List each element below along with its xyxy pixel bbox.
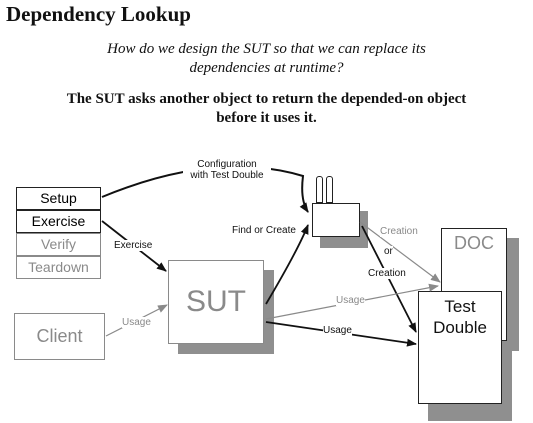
- lookup-cylinder-right: [326, 176, 333, 203]
- phase-verify: Verify: [16, 233, 101, 256]
- creation-test-double-label: Creation: [368, 268, 406, 279]
- sut-label: SUT: [186, 285, 246, 318]
- creation-doc-arrow: [359, 221, 441, 283]
- pattern-intent: How do we design the SUT so that we can …: [0, 40, 533, 78]
- usage-test-double-label: Usage: [323, 325, 352, 336]
- client-label: Client: [36, 326, 83, 346]
- test-double-label-line-1: Test: [444, 297, 476, 316]
- lookup-box: [312, 203, 360, 237]
- creation-doc-label: Creation: [380, 226, 418, 237]
- sut-box: SUT: [168, 260, 264, 344]
- find-or-create-arrow: [265, 224, 309, 305]
- configuration-label-line-1: Configuration: [197, 159, 257, 170]
- configuration-arrow: [101, 165, 309, 213]
- creation-test-double-arrow: [361, 225, 417, 333]
- test-double-box: Test Double: [418, 291, 502, 404]
- usage-client-label: Usage: [122, 317, 151, 328]
- summary-line-1: The SUT asks another object to return th…: [66, 91, 467, 107]
- doc-label: DOC: [454, 233, 494, 253]
- summary-line-2: before it uses it.: [216, 110, 317, 126]
- phase-teardown: Teardown: [16, 256, 101, 279]
- or-label: or: [384, 246, 393, 257]
- find-or-create-label: Find or Create: [232, 225, 296, 236]
- page-title: Dependency Lookup: [6, 2, 191, 26]
- configuration-label: Configuration with Test Double: [183, 159, 271, 181]
- phase-exercise: Exercise: [16, 210, 101, 233]
- configuration-label-line-2: with Test Double: [190, 170, 264, 181]
- lookup-cylinder-left: [316, 176, 323, 203]
- intent-line-2: dependencies at runtime?: [189, 60, 344, 76]
- usage-doc-label: Usage: [336, 295, 365, 306]
- phase-setup: Setup: [16, 187, 101, 210]
- test-double-label-line-2: Double: [433, 318, 487, 337]
- intent-line-1: How do we design the SUT so that we can …: [107, 41, 426, 57]
- exercise-label: Exercise: [114, 240, 153, 251]
- client-box: Client: [14, 313, 105, 360]
- pattern-summary: The SUT asks another object to return th…: [0, 90, 533, 128]
